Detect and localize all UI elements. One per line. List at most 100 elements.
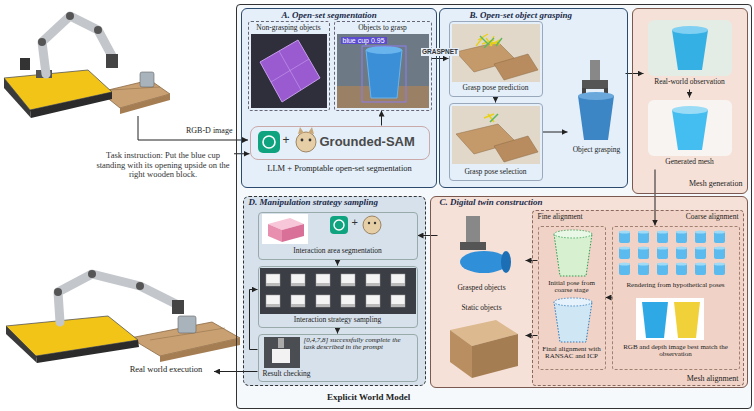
art-shape	[452, 24, 614, 164]
node-text: C. Digital twin construction	[440, 197, 640, 207]
art-shape	[6, 270, 240, 363]
art-shape	[6, 326, 37, 363]
art-shape	[480, 36, 502, 48]
node-text: LLM + Promptable open-set segmentation	[250, 164, 430, 174]
art-shape	[4, 12, 170, 118]
world-model-region: Explicit World Model A. Open-set segmenta…	[236, 4, 752, 409]
section-panel: D. Manipulation strategy sampling + Intera…	[243, 196, 426, 386]
art-shape	[590, 60, 600, 82]
art-shape	[439, 8, 628, 188]
art-shape	[672, 26, 708, 34]
art-shape	[672, 110, 708, 150]
art-shape	[636, 298, 704, 340]
art-shape	[648, 20, 732, 76]
art-shape	[501, 251, 511, 273]
section-panel: C. Digital twin constructionGrasped obje…	[430, 196, 748, 388]
art-shape	[236, 4, 752, 409]
art-shape	[672, 106, 708, 114]
image-box: Grasp pose selection	[449, 103, 543, 181]
node-text: Result checking	[259, 370, 315, 378]
art-shape	[38, 38, 46, 46]
node-text: Task instruction: Put the blue cup stand…	[92, 151, 234, 180]
art-shape	[271, 59, 309, 82]
art-shape	[54, 288, 62, 296]
connector	[495, 97, 496, 103]
image-box: Static objects	[438, 302, 526, 384]
art-shape	[251, 34, 327, 108]
node-text: Fine alignment	[538, 213, 608, 221]
art-shape	[308, 127, 314, 134]
art-shape	[554, 302, 592, 342]
art-shape	[282, 224, 304, 242]
node-text: Objects to grasp	[335, 24, 431, 32]
art-shape	[20, 58, 30, 70]
image-box: Real-world observation	[644, 18, 736, 90]
node-text: Coarse alignment	[651, 213, 739, 221]
connector	[381, 111, 382, 126]
art-shape	[532, 210, 744, 386]
art-shape	[363, 216, 381, 234]
art-shape	[106, 54, 118, 68]
art-shape	[4, 78, 31, 118]
connector	[606, 297, 612, 298]
node-text: Mesh generation	[671, 180, 743, 189]
node-text: Rendering from hypothetical poses	[613, 282, 739, 290]
art-shape	[618, 230, 732, 278]
art-shape	[88, 270, 96, 278]
art-shape	[301, 139, 304, 142]
section-panel: A. Open-set segmentationNon-grasping obj…	[241, 8, 437, 188]
connector	[543, 132, 568, 133]
node-text: Grasped objects	[438, 284, 526, 292]
image-box: Objects to grasp blue cup 0.95	[334, 21, 432, 111]
node-text: Static objects	[438, 304, 526, 312]
art-shape	[368, 222, 370, 224]
node-text: D. Manipulation strategy sampling	[249, 197, 421, 207]
node-text: blue cup 0.95	[341, 37, 387, 45]
art-shape	[243, 196, 426, 386]
art-shape	[366, 50, 402, 98]
art-shape	[260, 40, 320, 102]
art-shape	[251, 34, 429, 153]
art-shape	[494, 136, 538, 162]
art-shape	[490, 114, 498, 122]
node-text: RGB and depth image best match the obser…	[613, 344, 739, 360]
connector	[689, 90, 690, 98]
art-shape	[554, 234, 592, 276]
art-shape	[172, 300, 184, 314]
connector	[432, 58, 449, 59]
art-shape	[648, 100, 732, 156]
node-text: +	[352, 216, 358, 228]
art-shape	[138, 116, 248, 140]
art-shape	[94, 26, 102, 34]
art-shape	[262, 214, 308, 244]
art-shape	[374, 222, 376, 224]
art-shape	[160, 338, 240, 362]
art-shape	[309, 139, 312, 142]
image-box: Fine alignmentInitial pose from coarse s…	[538, 226, 606, 370]
art-shape	[272, 349, 290, 363]
node-text: Interaction strategy sampling	[259, 316, 417, 324]
connector	[337, 260, 338, 266]
art-shape	[362, 46, 406, 102]
art-shape	[30, 92, 112, 118]
connector	[250, 290, 258, 350]
art-shape	[296, 132, 316, 152]
edge-label: GRASPNET	[421, 48, 459, 55]
tool-box: +Grounded-SAMLLM + Promptable open-set s…	[250, 126, 430, 160]
node-text: Non-grasping objects	[249, 24, 329, 32]
art-shape	[334, 220, 344, 230]
step-box: [0,4,7,8] successfully complete the task…	[258, 334, 418, 382]
connector	[337, 328, 338, 334]
node-text: Grasp pose prediction	[450, 84, 542, 92]
node-text: Final alignment with RANSAC and ICP	[539, 346, 605, 362]
node-text: +	[283, 134, 290, 147]
art-shape	[268, 224, 282, 242]
art-shape	[178, 316, 196, 333]
art-shape	[366, 46, 402, 54]
step-box: Interaction strategy sampling	[258, 266, 418, 328]
art-shape	[136, 282, 144, 290]
image-box: Coarse alignmentRendering from hypotheti…	[612, 226, 740, 370]
node-text: Object grasping	[568, 146, 626, 154]
node-text: Explicit World Model	[327, 392, 410, 402]
art-shape	[298, 127, 304, 134]
